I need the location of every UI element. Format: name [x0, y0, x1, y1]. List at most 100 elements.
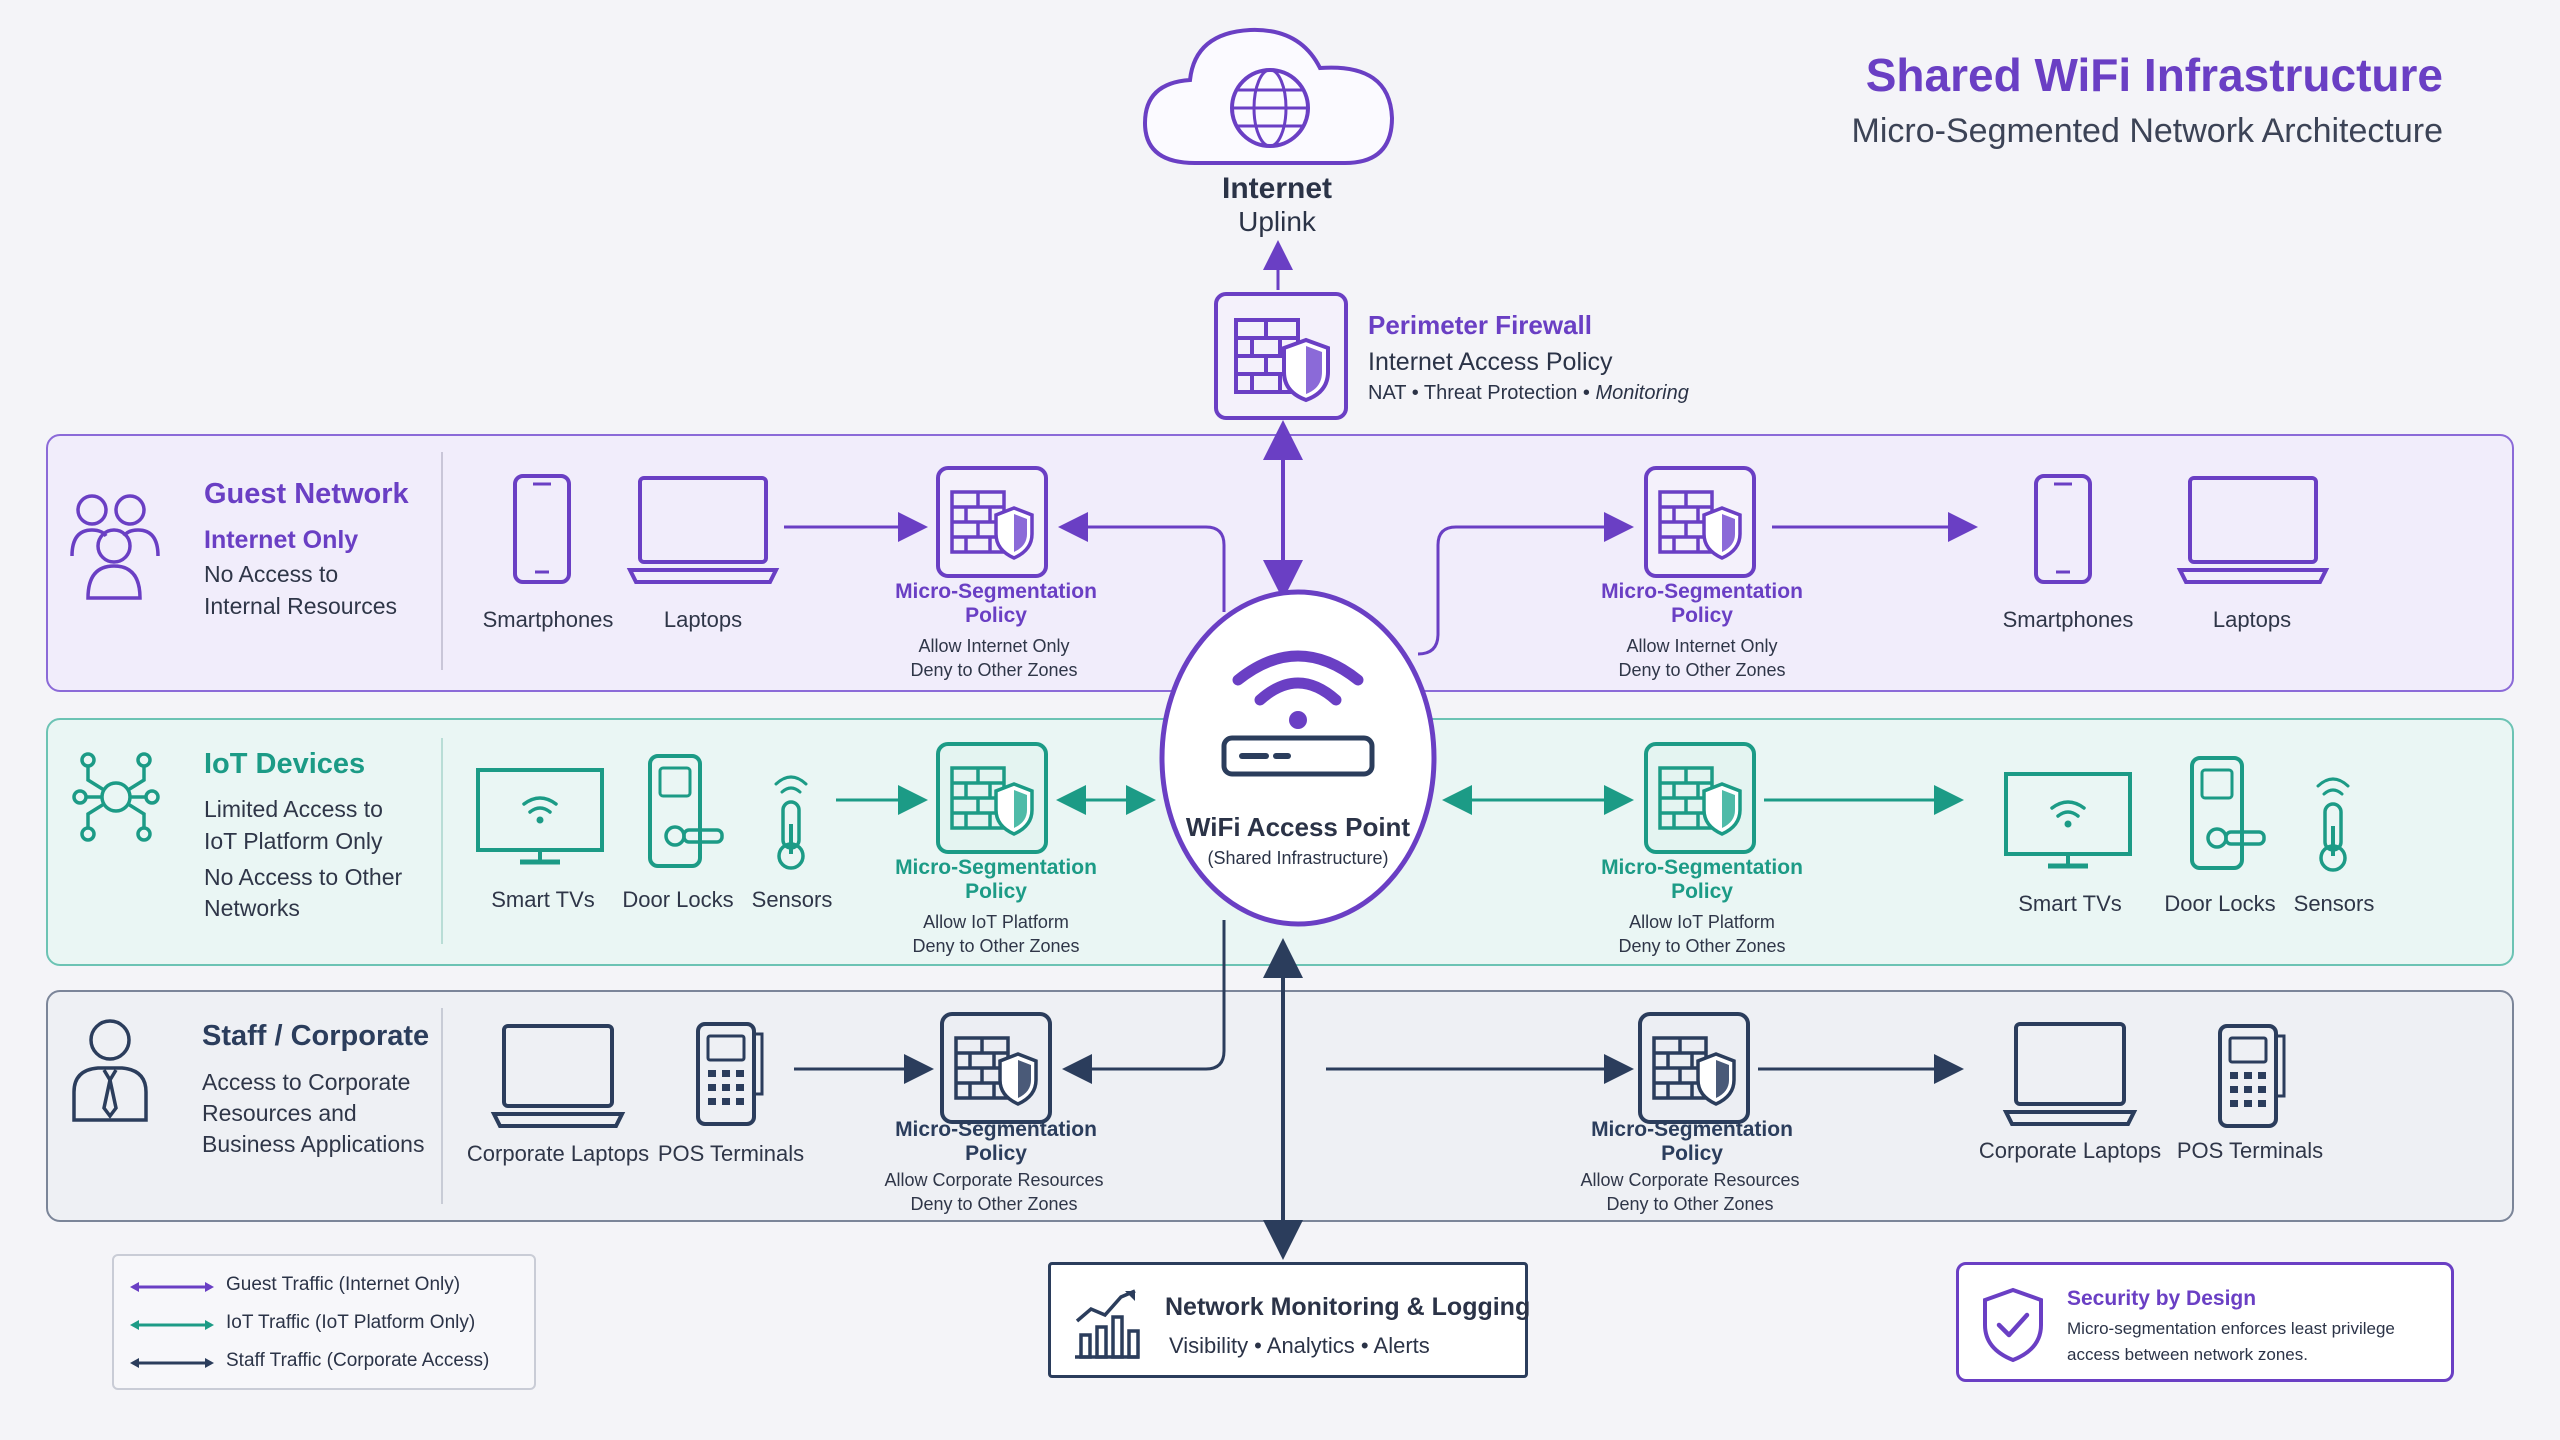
firewall-title: Perimeter Firewall — [1368, 310, 1592, 340]
policy-title-line-1: Micro-Segmentation — [1601, 580, 1803, 603]
firewall-shield-icon — [1644, 742, 1756, 854]
policy-allow: Allow Internet Only — [1626, 636, 1778, 656]
staff-corporate-desc-3: Business Applications — [202, 1131, 425, 1157]
policy-title-line-1: Micro-Segmentation — [1591, 1118, 1793, 1141]
policy-deny: Deny to Other Zones — [1618, 660, 1786, 680]
firewall-features-monitoring: Monitoring — [1595, 382, 1689, 404]
legend-item-iot: IoT Traffic (IoT Platform Only) — [130, 1312, 530, 1336]
guest-network-subtitle: Internet Only — [204, 526, 359, 554]
door-lock-icon — [646, 754, 726, 870]
guest-network-desc-1: No Access to — [204, 561, 339, 587]
legend-label: IoT Traffic (IoT Platform Only) — [226, 1312, 476, 1333]
iot-devices-desc-3: No Access to Other — [204, 864, 403, 890]
policy-allow: Allow Internet Only — [918, 636, 1070, 656]
policy-title-line-1: Micro-Segmentation — [895, 856, 1097, 879]
policy-title-line-1: Micro-Segmentation — [1601, 856, 1803, 879]
chart-icon — [1073, 1287, 1141, 1359]
policy-deny: Deny to Other Zones — [912, 936, 1080, 956]
shield-check-icon — [1981, 1287, 2045, 1363]
staff-right-device-label: Corporate Laptops — [1978, 1138, 2162, 1163]
firewall-shield-icon — [940, 1012, 1052, 1124]
guest-left-device-label: Smartphones — [482, 607, 614, 632]
wifi-router-icon — [1218, 642, 1378, 777]
policy-title-line-2: Policy — [965, 1142, 1027, 1165]
policy-deny: Deny to Other Zones — [1618, 936, 1786, 956]
staff-left-device-label: POS Terminals — [657, 1141, 805, 1166]
security-title: Security by Design — [2067, 1287, 2257, 1310]
staff-corporate-desc-2: Resources and — [202, 1100, 357, 1126]
firewall-shield-icon — [1644, 466, 1756, 578]
policy-deny: Deny to Other Zones — [910, 660, 1078, 680]
iot-devices-desc-4: Networks — [204, 895, 300, 921]
legend-label: Guest Traffic (Internet Only) — [226, 1274, 461, 1295]
iot-right-device-label: Sensors — [2293, 891, 2375, 916]
monitoring-subtitle: Visibility • Analytics • Alerts — [1169, 1333, 1430, 1358]
circuit-icon — [72, 752, 160, 842]
guest-network-title: Guest Network — [204, 478, 409, 510]
cloud-globe-icon — [1140, 18, 1400, 168]
employee-icon — [70, 1018, 150, 1122]
pos-terminal-icon — [694, 1022, 764, 1126]
iot-right-device-label: Door Locks — [2164, 891, 2276, 916]
policy-title-line-2: Policy — [1661, 1142, 1723, 1165]
policy-title-line-1: Micro-Segmentation — [895, 580, 1097, 603]
smartphone-icon — [513, 474, 571, 584]
users-icon — [68, 490, 162, 600]
guest-right-device-label: Smartphones — [2002, 607, 2134, 632]
laptop-icon — [2176, 476, 2330, 584]
pos-terminal-icon — [2216, 1024, 2286, 1128]
legend-arrow-iot — [130, 1320, 214, 1330]
uplink-label: Uplink — [1238, 206, 1316, 237]
iot-divider — [441, 738, 443, 944]
access-point-subtitle: (Shared Infrastructure) — [1207, 848, 1389, 868]
policy-title-line-2: Policy — [965, 604, 1027, 627]
policy-deny: Deny to Other Zones — [1606, 1194, 1774, 1214]
sensor-icon — [2312, 770, 2354, 874]
monitoring-box[interactable]: Network Monitoring & Logging Visibility … — [1048, 1262, 1531, 1378]
firewall-features: NAT • Threat Protection • Monitoring — [1368, 382, 1689, 405]
guest-network-desc-2: Internal Resources — [204, 593, 398, 619]
staff-corporate-desc-1: Access to Corporate — [202, 1069, 411, 1095]
legend: Guest Traffic (Internet Only) IoT Traffi… — [112, 1254, 536, 1390]
door-lock-icon — [2188, 756, 2268, 872]
internet-label: Internet — [1221, 172, 1332, 205]
iot-left-device-label: Door Locks — [622, 887, 734, 912]
iot-devices-desc-1: Limited Access to — [204, 796, 383, 822]
iot-left-device-label: Smart TVs — [491, 887, 595, 912]
policy-allow: Allow Corporate Resources — [1580, 1170, 1800, 1190]
iot-right-device-label: Smart TVs — [2018, 891, 2122, 916]
access-point-node[interactable] — [1158, 588, 1438, 928]
policy-allow: Allow Corporate Resources — [884, 1170, 1104, 1190]
security-text-2: access between network zones. — [2067, 1345, 2308, 1364]
staff-corporate-title: Staff / Corporate — [202, 1020, 430, 1052]
iot-devices-title: IoT Devices — [204, 748, 366, 780]
policy-allow: Allow IoT Platform — [1629, 912, 1775, 932]
staff-left-device-label: Corporate Laptops — [466, 1141, 650, 1166]
legend-arrow-guest — [130, 1282, 214, 1292]
guest-divider — [441, 452, 443, 670]
legend-item-guest: Guest Traffic (Internet Only) — [130, 1274, 530, 1298]
monitoring-title: Network Monitoring & Logging — [1165, 1293, 1531, 1321]
firewall-features-main: NAT • Threat Protection • — [1368, 382, 1596, 404]
policy-title-line-2: Policy — [965, 880, 1027, 903]
policy-deny: Deny to Other Zones — [910, 1194, 1078, 1214]
policy-title-line-2: Policy — [1671, 880, 1733, 903]
laptop-icon — [626, 476, 780, 584]
legend-arrow-staff — [130, 1358, 214, 1368]
firewall-shield-icon — [936, 742, 1048, 854]
firewall-shield-icon — [1214, 292, 1348, 420]
policy-title-line-2: Policy — [1671, 604, 1733, 627]
smart-tv-icon — [476, 768, 604, 868]
guest-right-device-label: Laptops — [2212, 607, 2292, 632]
firewall-shield-icon — [936, 466, 1048, 578]
security-box: Security by Design Micro-segmentation en… — [1956, 1262, 2454, 1382]
